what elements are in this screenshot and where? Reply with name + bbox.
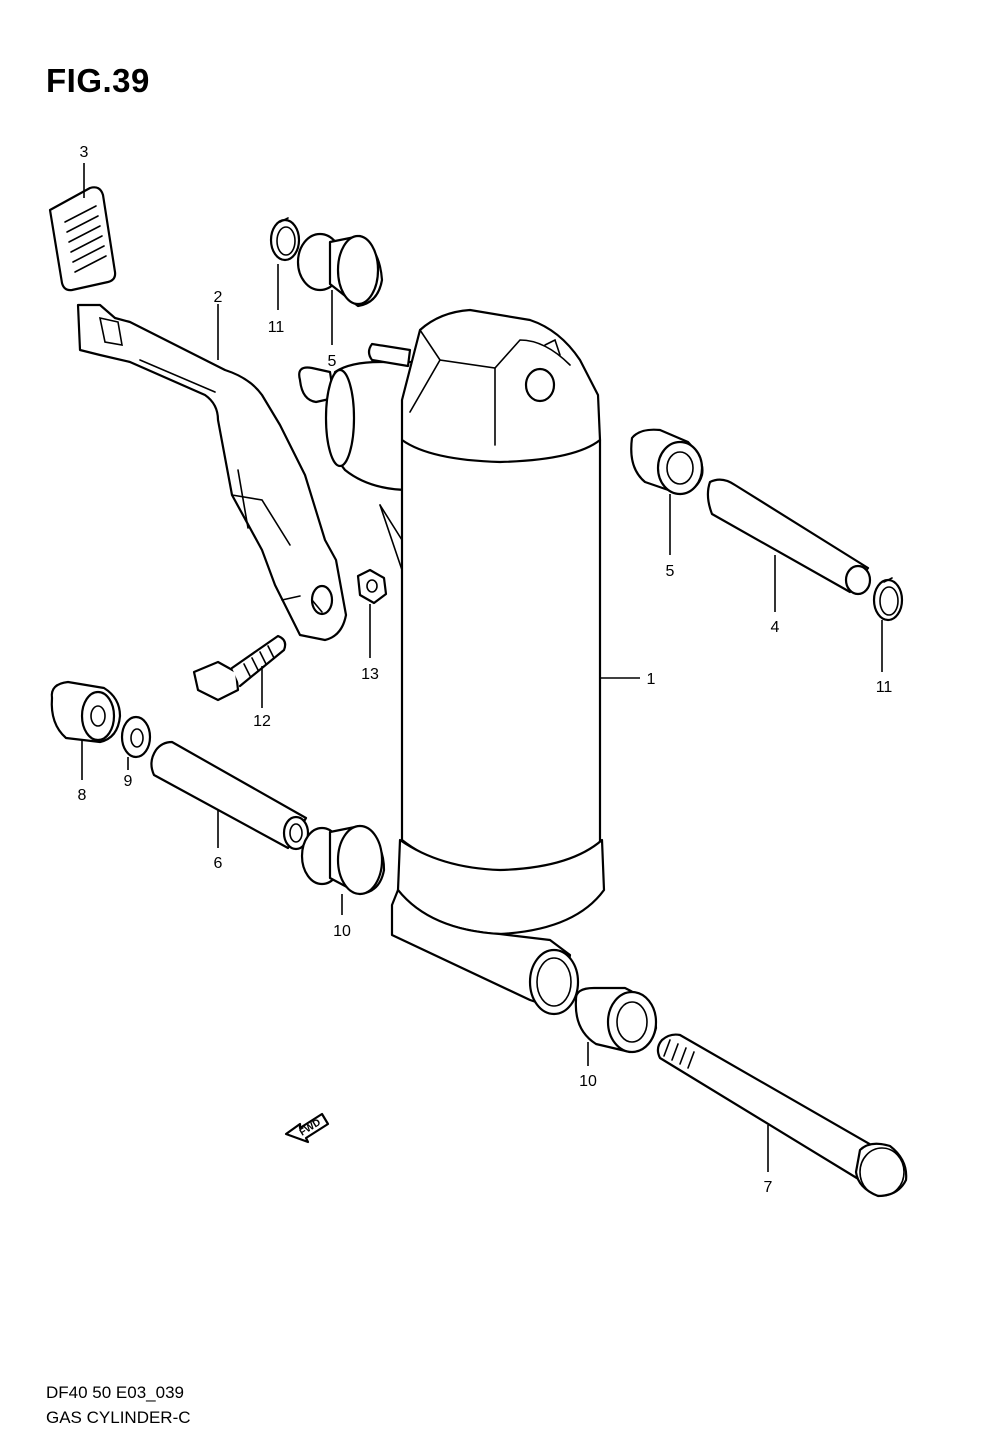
part-11-circlip-top[interactable] bbox=[269, 217, 301, 262]
fwd-arrow-icon: FWD bbox=[284, 1112, 330, 1144]
part-10-bushing-right[interactable] bbox=[574, 986, 658, 1054]
part-3-pad[interactable] bbox=[48, 186, 117, 292]
callout-13: 13 bbox=[361, 666, 379, 683]
callout-3: 3 bbox=[80, 144, 89, 161]
part-6-sleeve[interactable] bbox=[150, 740, 310, 851]
part-4-pin[interactable] bbox=[706, 478, 872, 596]
callout-4: 4 bbox=[771, 619, 780, 636]
part-5-bushing-right[interactable] bbox=[630, 428, 704, 496]
callout-9: 9 bbox=[124, 773, 133, 790]
part-11-circlip-right[interactable] bbox=[872, 577, 904, 622]
diagram-name: GAS CYLINDER-C bbox=[46, 1408, 191, 1427]
part-7-bolt[interactable] bbox=[656, 1033, 908, 1198]
callout-10-right: 10 bbox=[579, 1073, 597, 1090]
callout-12: 12 bbox=[253, 713, 271, 730]
part-1-gas-cylinder[interactable] bbox=[298, 308, 606, 1016]
callout-7: 7 bbox=[764, 1179, 773, 1196]
callout-6: 6 bbox=[214, 855, 223, 872]
part-13-nut[interactable] bbox=[356, 568, 388, 605]
part-2-lever[interactable] bbox=[76, 303, 348, 642]
callout-2: 2 bbox=[214, 289, 223, 306]
part-9-washer[interactable] bbox=[120, 715, 152, 759]
callout-5-top: 5 bbox=[328, 353, 337, 370]
callout-8: 8 bbox=[78, 787, 87, 804]
callout-labels: 3 2 11 5 13 12 1 5 4 11 8 9 6 10 10 7 bbox=[78, 144, 893, 1196]
part-8-nut[interactable] bbox=[50, 680, 122, 744]
callout-11-top: 11 bbox=[268, 319, 285, 336]
callout-5-right: 5 bbox=[666, 563, 675, 580]
callout-11-right: 11 bbox=[876, 679, 893, 696]
part-12-bolt[interactable] bbox=[192, 634, 287, 702]
part-5-bushing-top[interactable] bbox=[296, 232, 384, 308]
leader-lines bbox=[81, 163, 883, 1172]
part-10-bushing-left[interactable] bbox=[300, 824, 386, 896]
figure-title: FIG.39 bbox=[46, 62, 150, 99]
callout-10-left: 10 bbox=[333, 923, 351, 940]
callout-1: 1 bbox=[647, 671, 656, 688]
diagram-code: DF40 50 E03_039 bbox=[46, 1383, 184, 1402]
